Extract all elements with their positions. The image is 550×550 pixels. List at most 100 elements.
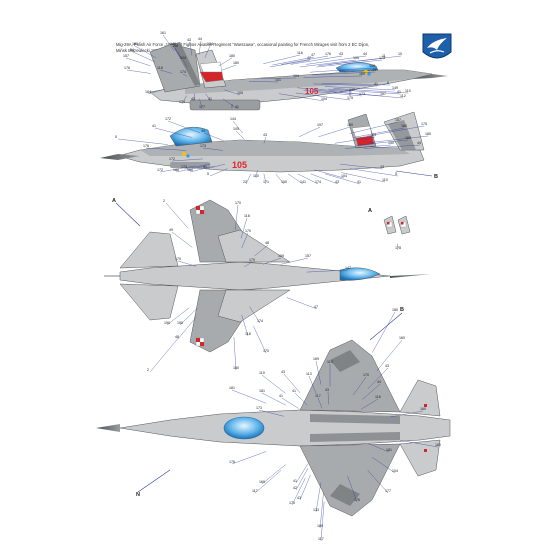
callout-leader — [263, 136, 267, 144]
callout-number: 180 — [392, 308, 398, 312]
callout-leader — [172, 45, 181, 58]
callout-leader — [269, 59, 311, 68]
callout-number: 43 — [191, 97, 195, 101]
callout-number: 176 — [229, 460, 235, 464]
callout-number: 180 — [229, 54, 235, 58]
callout-leader — [368, 443, 390, 453]
callout-number: 5 — [395, 172, 397, 176]
callout-number: 113 — [306, 372, 312, 376]
callout-number: 5 — [387, 81, 389, 85]
callout-number: 116 — [297, 51, 303, 55]
callout-leader — [235, 130, 245, 140]
callout-leader — [341, 172, 386, 183]
callout-number: 146 — [170, 42, 176, 46]
callout-number: 41 — [208, 97, 212, 101]
callout-number: 186 — [173, 168, 179, 172]
callout-number: 5 — [115, 135, 117, 139]
callout-number: 110 — [382, 178, 388, 182]
callout-number: 147 — [345, 266, 351, 270]
callout-leader — [287, 173, 304, 185]
callout-leader — [159, 69, 173, 74]
callout-leader — [294, 392, 308, 406]
callout-number: 104 — [180, 56, 186, 60]
squadron-emblem-icon — [422, 33, 452, 59]
callout-number: 150 — [281, 180, 287, 184]
callout-leader — [258, 409, 284, 417]
callout-number: 41 — [279, 394, 283, 398]
callout-number: 2 — [147, 368, 149, 372]
callout-number: 41 — [293, 479, 297, 483]
callout-number: 43 — [263, 133, 267, 137]
callout-leader — [249, 306, 261, 324]
callout-leader — [286, 297, 318, 310]
callout-number: 177 — [385, 489, 391, 493]
callout-number: 176 — [325, 52, 331, 56]
callout-leader — [298, 126, 321, 137]
callout-number: 164 — [145, 90, 151, 94]
callout-leader — [147, 88, 165, 95]
callout-leader — [203, 132, 224, 141]
callout-leader — [347, 476, 358, 503]
detail-label-a: A — [368, 208, 372, 214]
callout-leader — [263, 257, 282, 265]
callout-leader — [240, 217, 248, 239]
callout-number: 170 — [263, 349, 269, 353]
callout-leader — [320, 501, 325, 542]
callout-number: 48 — [175, 335, 179, 339]
callout-number: 110 — [405, 89, 411, 93]
callout-leader — [117, 138, 168, 145]
callout-number: 173 — [181, 165, 187, 169]
callout-leader — [367, 367, 389, 390]
callout-leader — [125, 57, 151, 66]
callout-leader — [311, 71, 376, 75]
callout-number: 119 — [259, 371, 265, 375]
callout-leader — [181, 95, 187, 105]
callout-number: 105 — [353, 56, 359, 60]
callout-number: 117 — [315, 394, 321, 398]
callout-number: 160 — [420, 407, 426, 411]
callout-number: 43 — [281, 370, 285, 374]
callout-number: 41 — [235, 105, 239, 109]
detail-fin-insignia — [383, 215, 411, 235]
callout-leader — [134, 45, 157, 59]
callout-leader — [356, 139, 409, 146]
caption-line-1: Mig-29A, Polish Air Force „105", 1st Fig… — [116, 42, 370, 47]
callout-number: 170 — [363, 373, 369, 377]
callout-number: 170 — [289, 501, 295, 505]
callout-number: 141 — [300, 180, 306, 184]
callout-leader — [353, 376, 367, 395]
callout-leader — [175, 165, 206, 173]
callout-number: 180 — [425, 132, 431, 136]
callout-leader — [231, 451, 267, 465]
callout-number: 43 — [385, 364, 389, 368]
callout-number: 44 — [372, 133, 376, 137]
callout-leader — [263, 54, 301, 64]
callout-leader — [202, 147, 223, 151]
callout-leader — [303, 75, 363, 78]
callout-number: 173 — [200, 144, 206, 148]
callout-number: 41 — [397, 90, 401, 94]
callout-leader — [295, 463, 309, 484]
callout-leader — [327, 391, 329, 405]
callout-leader — [221, 64, 237, 71]
callout-number: 172 — [165, 117, 171, 121]
callout-number: 47 — [314, 305, 318, 309]
callout-number: 173 — [359, 92, 365, 96]
callout-leader — [241, 232, 249, 249]
callout-leader — [339, 163, 384, 170]
callout-number: 48 — [265, 241, 269, 245]
callout-leader — [303, 90, 363, 97]
callout-leader — [372, 311, 396, 353]
callout-number: 150 — [388, 141, 394, 145]
callout-leader — [218, 57, 233, 66]
callout-number: 197 — [317, 123, 323, 127]
callout-leader — [349, 121, 399, 134]
callout-number: 174 — [179, 100, 185, 104]
callout-number: 44 — [377, 380, 381, 384]
side-number-right: 105 — [305, 87, 319, 96]
callout-number: 44 — [417, 141, 421, 145]
callout-leader — [171, 231, 193, 248]
callout-number: 174 — [315, 180, 321, 184]
callout-number: 170 — [249, 258, 255, 262]
